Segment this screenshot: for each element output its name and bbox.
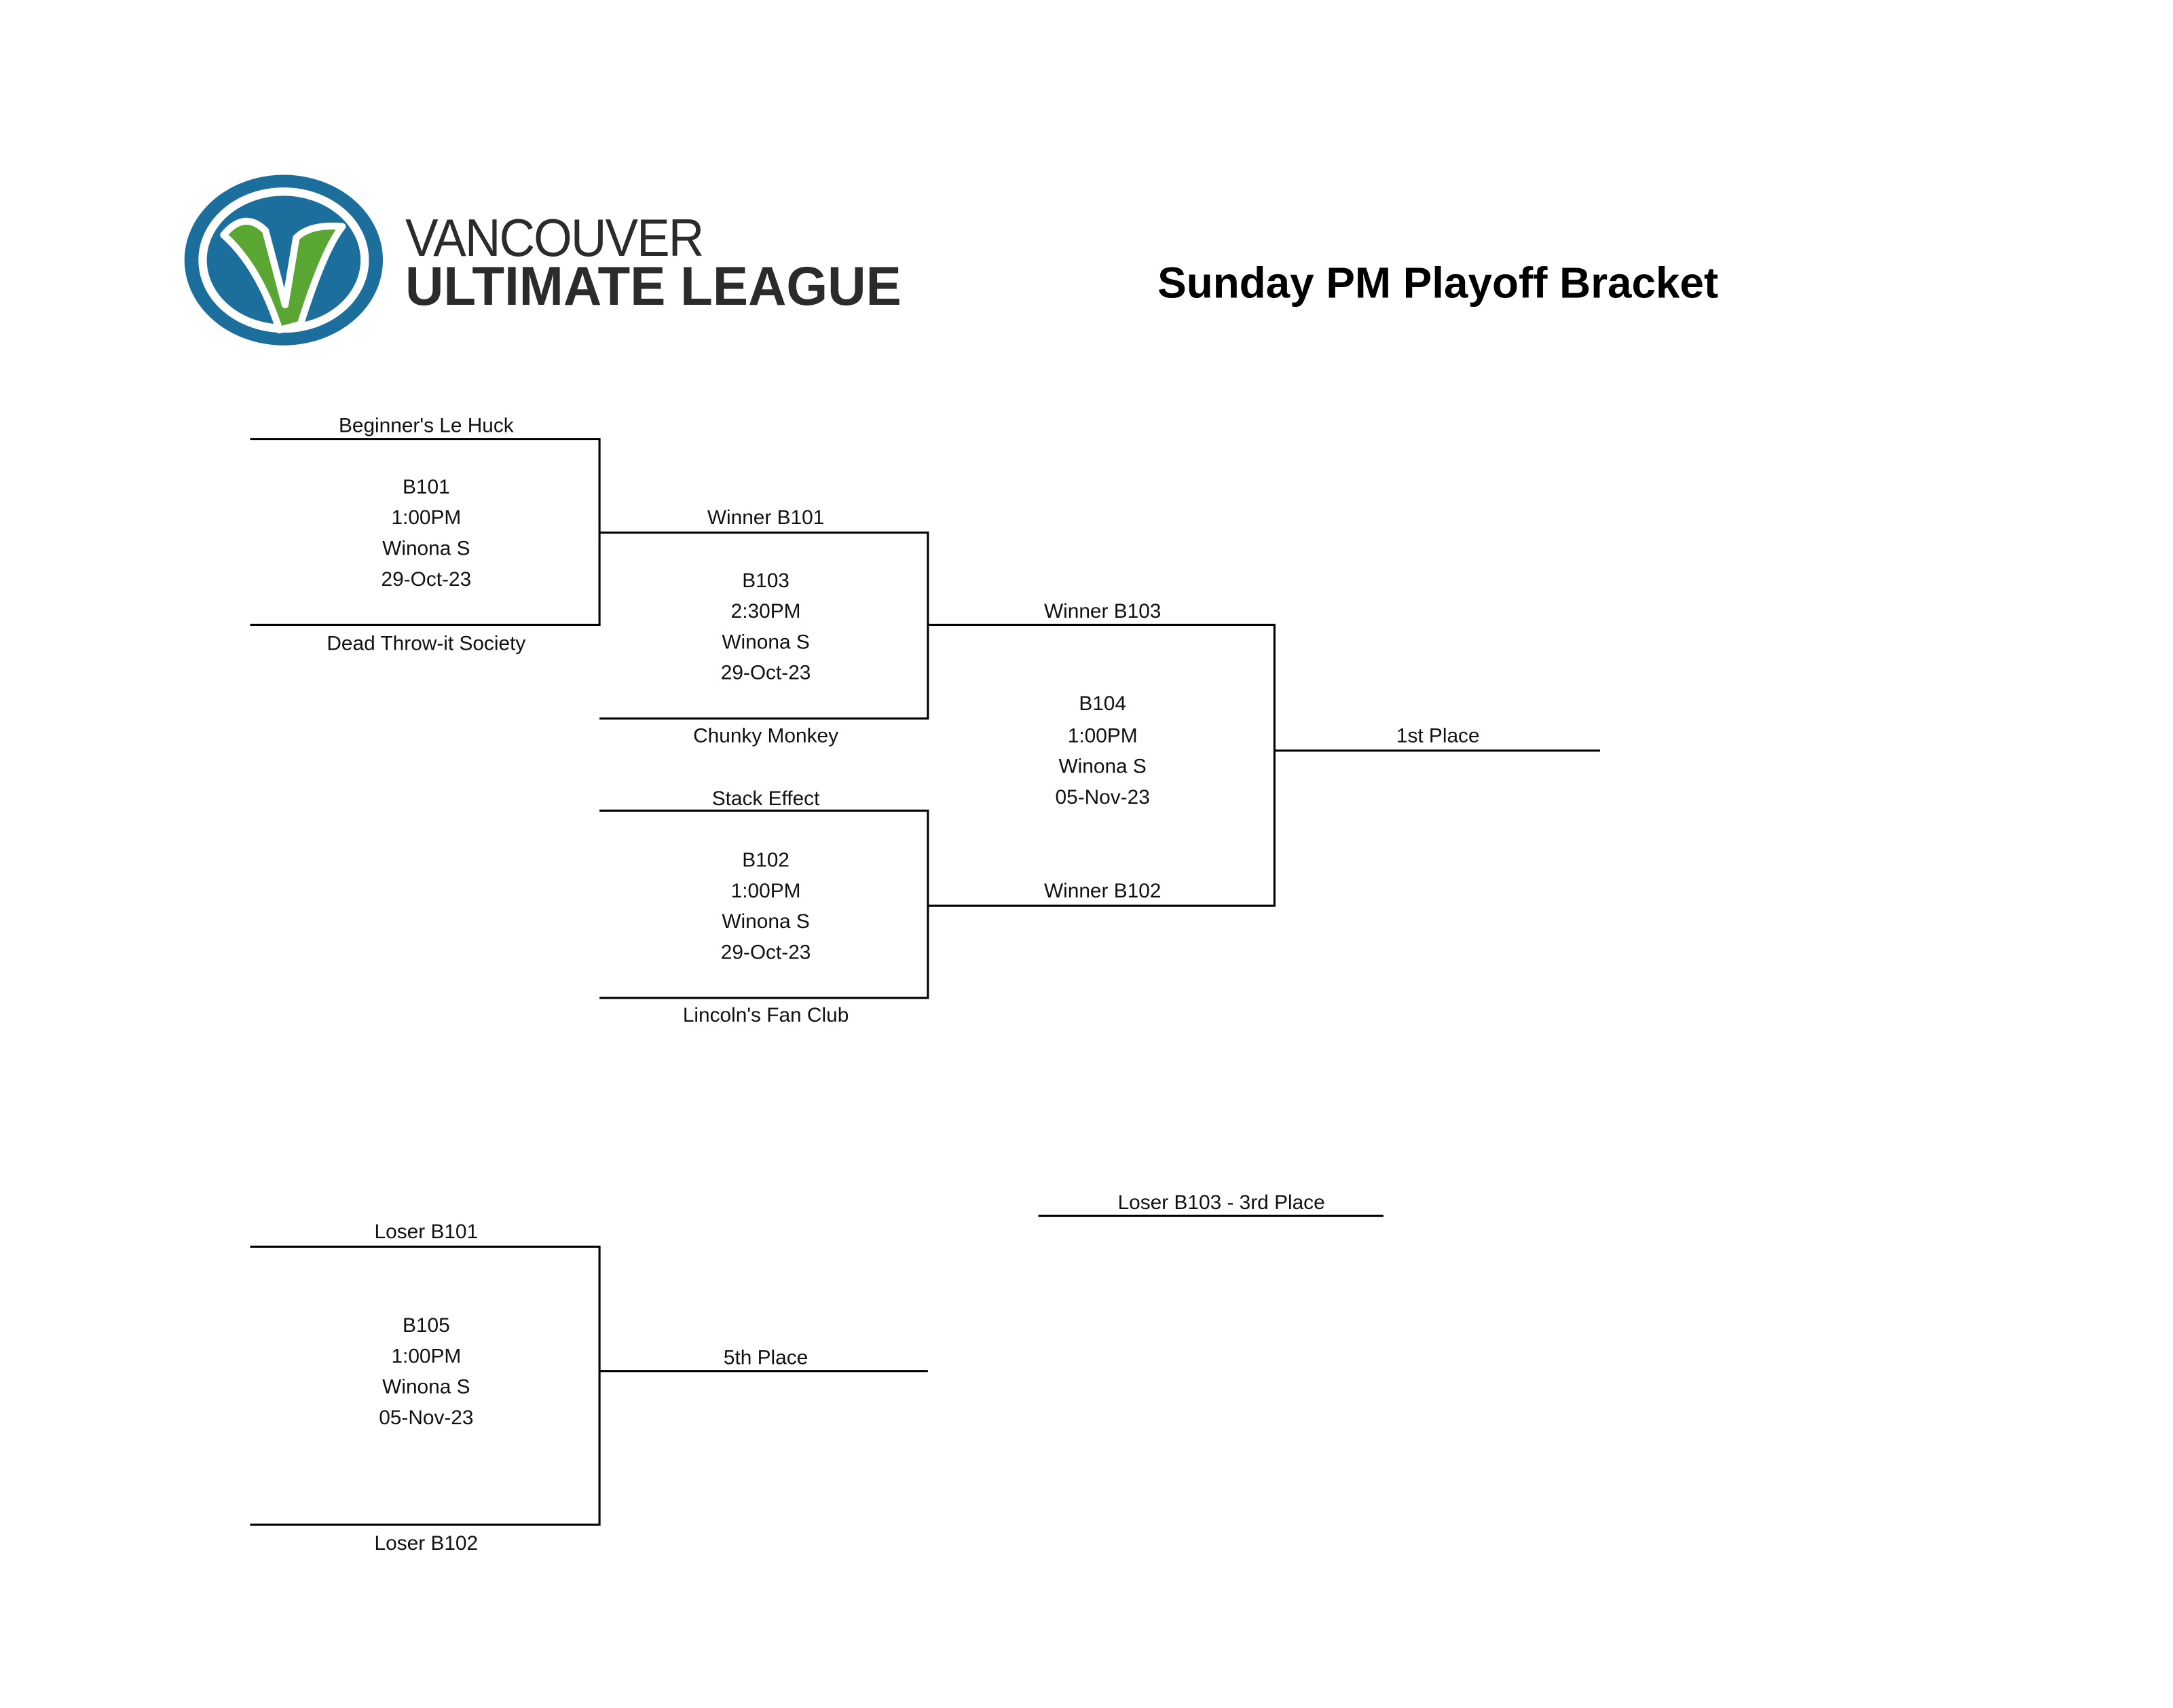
team-top: Beginner's Le Huck — [339, 414, 514, 437]
game-b105: Loser B101 B105 1:00PM Winona S 05-Nov-2… — [250, 1221, 601, 1555]
game-time: 1:00PM — [731, 880, 801, 902]
team-bottom: Chunky Monkey — [693, 724, 838, 747]
game-location: Winona S — [382, 537, 470, 559]
game-date: 29-Oct-23 — [721, 941, 811, 963]
game-time: 1:00PM — [391, 506, 461, 529]
page-title: Sunday PM Playoff Bracket — [1157, 259, 1718, 308]
game-code: B101 — [403, 476, 450, 498]
game-code: B105 — [403, 1314, 450, 1337]
team-top: Winner B103 — [1044, 600, 1161, 623]
fifth-place: 5th Place — [599, 1346, 928, 1373]
third-place-label: Loser B103 - 3rd Place — [1118, 1191, 1325, 1214]
team-top: Loser B101 — [375, 1221, 479, 1243]
game-code: B104 — [1079, 692, 1126, 715]
vul-logo: VANCOUVER ULTIMATE LEAGUE — [184, 174, 902, 346]
team-bottom: Dead Throw-it Society — [327, 632, 525, 654]
first-place: 1st Place — [1274, 724, 1601, 752]
fifth-place-label: 5th Place — [724, 1346, 808, 1369]
logo-line1: VANCOUVER — [405, 208, 703, 267]
first-place-label: 1st Place — [1396, 724, 1480, 747]
game-location: Winona S — [722, 910, 809, 933]
game-date: 05-Nov-23 — [379, 1407, 473, 1429]
game-code: B103 — [742, 570, 790, 592]
game-time: 2:30PM — [731, 600, 801, 623]
team-bottom: Loser B102 — [375, 1532, 479, 1555]
game-location: Winona S — [382, 1376, 470, 1398]
game-b101: Beginner's Le Huck B101 1:00PM Winona S … — [250, 414, 601, 654]
game-location: Winona S — [1059, 756, 1147, 778]
game-date: 29-Oct-23 — [721, 662, 811, 684]
game-code: B102 — [742, 849, 790, 872]
team-bottom: Lincoln's Fan Club — [683, 1004, 849, 1026]
v-mark-icon — [220, 217, 346, 334]
game-date: 29-Oct-23 — [382, 568, 472, 591]
game-location: Winona S — [722, 631, 809, 653]
logo-line2: ULTIMATE LEAGUE — [405, 256, 902, 317]
game-time: 1:00PM — [1068, 724, 1138, 747]
team-top: Winner B101 — [707, 506, 824, 529]
game-time: 1:00PM — [391, 1345, 461, 1367]
team-bottom: Winner B102 — [1044, 880, 1161, 902]
game-b102: Stack Effect B102 1:00PM Winona S 29-Oct… — [599, 787, 929, 1026]
game-b103: Winner B101 B103 2:30PM Winona S 29-Oct-… — [599, 506, 929, 747]
third-place: Loser B103 - 3rd Place — [1038, 1191, 1383, 1217]
game-date: 05-Nov-23 — [1056, 786, 1150, 809]
team-top: Stack Effect — [712, 787, 820, 810]
game-b104: Winner B103 B104 1:00PM Winona S 05-Nov-… — [927, 600, 1276, 907]
